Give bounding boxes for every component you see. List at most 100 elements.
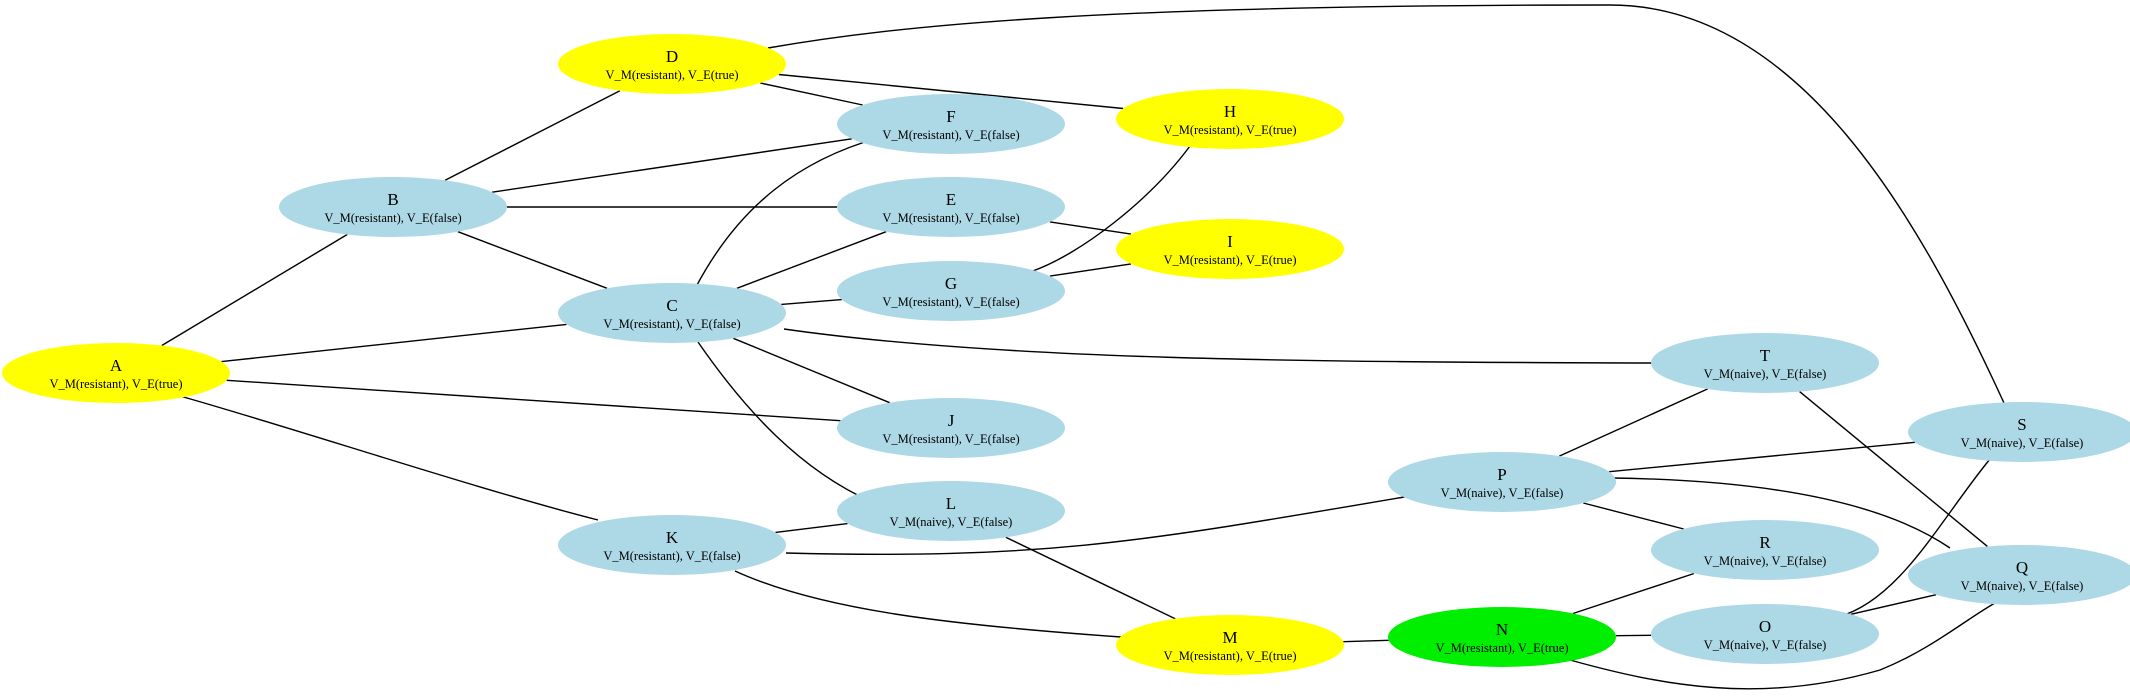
edge-n-r <box>1572 572 1695 615</box>
node-shape <box>1388 607 1616 667</box>
edge-a-j <box>226 379 841 422</box>
edges-layer <box>161 4 2005 690</box>
node-t[interactable]: T V_M(naive), V_E(false) <box>1651 333 1879 393</box>
edge-a-k <box>179 395 599 521</box>
node-label: B <box>387 190 398 209</box>
node-shape <box>1651 520 1879 580</box>
node-label: I <box>1227 232 1233 251</box>
node-state: V_M(resistant), V_E(false) <box>882 295 1019 309</box>
node-k[interactable]: K V_M(resistant), V_E(false) <box>558 515 786 575</box>
edge-c-j <box>733 337 890 404</box>
edge-k-l <box>775 522 848 534</box>
node-shape <box>837 261 1065 321</box>
node-label: M <box>1222 628 1237 647</box>
edge-d-s <box>767 4 2005 404</box>
node-label: E <box>946 190 956 209</box>
node-label: O <box>1759 617 1771 636</box>
node-label: L <box>946 494 956 513</box>
node-label: T <box>1760 346 1771 365</box>
node-s[interactable]: S V_M(naive), V_E(false) <box>1908 402 2130 462</box>
node-l[interactable]: L V_M(naive), V_E(false) <box>837 481 1065 541</box>
edge-b-f <box>492 138 852 193</box>
edge-e-i <box>1049 221 1132 235</box>
node-i[interactable]: I V_M(resistant), V_E(true) <box>1116 219 1344 279</box>
node-e[interactable]: E V_M(resistant), V_E(false) <box>837 177 1065 237</box>
node-p[interactable]: PV_M(naive), V_E(false) <box>1388 452 1616 512</box>
node-shape <box>837 481 1065 541</box>
edge-b-d <box>444 90 621 181</box>
node-shape <box>558 283 786 343</box>
edge-c-l <box>697 341 873 503</box>
node-label: Q <box>2016 558 2028 577</box>
node-shape <box>837 177 1065 237</box>
node-q[interactable]: Q V_M(naive), V_E(false) <box>1908 545 2130 605</box>
node-o[interactable]: O V_M(naive), V_E(false) <box>1651 604 1879 664</box>
node-f[interactable]: FV_M(resistant), V_E(false) <box>837 94 1065 154</box>
node-shape <box>1388 452 1616 512</box>
node-m[interactable]: M V_M(resistant), V_E(true) <box>1116 615 1344 675</box>
node-shape <box>1116 219 1344 279</box>
node-shape <box>558 515 786 575</box>
edge-m-n <box>1343 639 1389 643</box>
node-shape <box>837 398 1065 458</box>
node-state: V_M(resistant), V_E(true) <box>1163 123 1296 137</box>
node-shape <box>1908 545 2130 605</box>
edge-c-e <box>736 231 887 289</box>
node-label: P <box>1497 465 1506 484</box>
edge-p-s <box>1609 441 1915 473</box>
node-label: S <box>2017 415 2026 434</box>
edge-a-c <box>221 323 567 363</box>
node-b[interactable]: B V_M(resistant), V_E(false) <box>279 177 507 237</box>
node-state: V_M(resistant), V_E(true) <box>605 68 738 82</box>
node-shape <box>837 94 1065 154</box>
node-state: V_M(resistant), V_E(false) <box>603 317 740 331</box>
edge-p-r <box>1583 502 1684 530</box>
node-state: V_M(resistant), V_E(true) <box>1163 649 1296 663</box>
edge-p-q <box>1611 477 1951 549</box>
node-shape <box>1651 604 1879 664</box>
node-shape <box>1908 402 2130 462</box>
edge-d-f <box>760 82 863 106</box>
node-shape <box>1116 89 1344 149</box>
node-shape <box>1116 615 1344 675</box>
node-state: V_M(resistant), V_E(false) <box>882 128 1019 142</box>
edge-g-h <box>1029 145 1191 273</box>
node-state: V_M(naive), V_E(false) <box>1961 436 2084 450</box>
edge-o-q <box>1850 594 1937 615</box>
node-d[interactable]: D V_M(resistant), V_E(true) <box>558 34 786 94</box>
node-c[interactable]: C V_M(resistant), V_E(false) <box>558 283 786 343</box>
edge-n-q <box>1569 602 1996 690</box>
node-n[interactable]: NV_M(resistant), V_E(true) <box>1388 607 1616 667</box>
node-state: V_M(resistant), V_E(false) <box>882 211 1019 225</box>
node-state: V_M(resistant), V_E(false) <box>603 549 740 563</box>
nodes-layer: AV_M(resistant), V_E(true)BV_M(resistant… <box>2 34 2130 675</box>
edge-k-p <box>785 495 1411 556</box>
node-state: V_M(naive), V_E(false) <box>1704 638 1827 652</box>
edge-l-m <box>1005 536 1176 620</box>
node-label: A <box>110 356 123 375</box>
node-label: C <box>666 296 677 315</box>
edge-b-c <box>457 231 608 289</box>
node-state: V_M(naive), V_E(false) <box>1704 367 1827 381</box>
node-r[interactable]: R V_M(naive), V_E(false) <box>1651 520 1879 580</box>
node-state: V_M(resistant), V_E(true) <box>1435 641 1568 655</box>
node-state: V_M(resistant), V_E(false) <box>324 211 461 225</box>
node-state: V_M(resistant), V_E(true) <box>1163 253 1296 267</box>
node-state: V_M(naive), V_E(false) <box>1961 579 2084 593</box>
node-state: V_M(naive), V_E(false) <box>1704 554 1827 568</box>
node-label: R <box>1759 533 1771 552</box>
node-h[interactable]: HV_M(resistant), V_E(true) <box>1116 89 1344 149</box>
node-label: G <box>945 274 957 293</box>
node-g[interactable]: G V_M(resistant), V_E(false) <box>837 261 1065 321</box>
node-j[interactable]: JV_M(resistant), V_E(false) <box>837 398 1065 458</box>
node-label: D <box>666 47 678 66</box>
node-shape <box>279 177 507 237</box>
edge-d-h <box>778 73 1124 110</box>
edge-k-m <box>734 570 1122 638</box>
node-shape <box>1651 333 1879 393</box>
node-label: K <box>666 528 679 547</box>
node-state: V_M(naive), V_E(false) <box>890 515 1013 529</box>
node-a[interactable]: AV_M(resistant), V_E(true) <box>2 343 230 403</box>
edge-c-t <box>783 328 1656 364</box>
